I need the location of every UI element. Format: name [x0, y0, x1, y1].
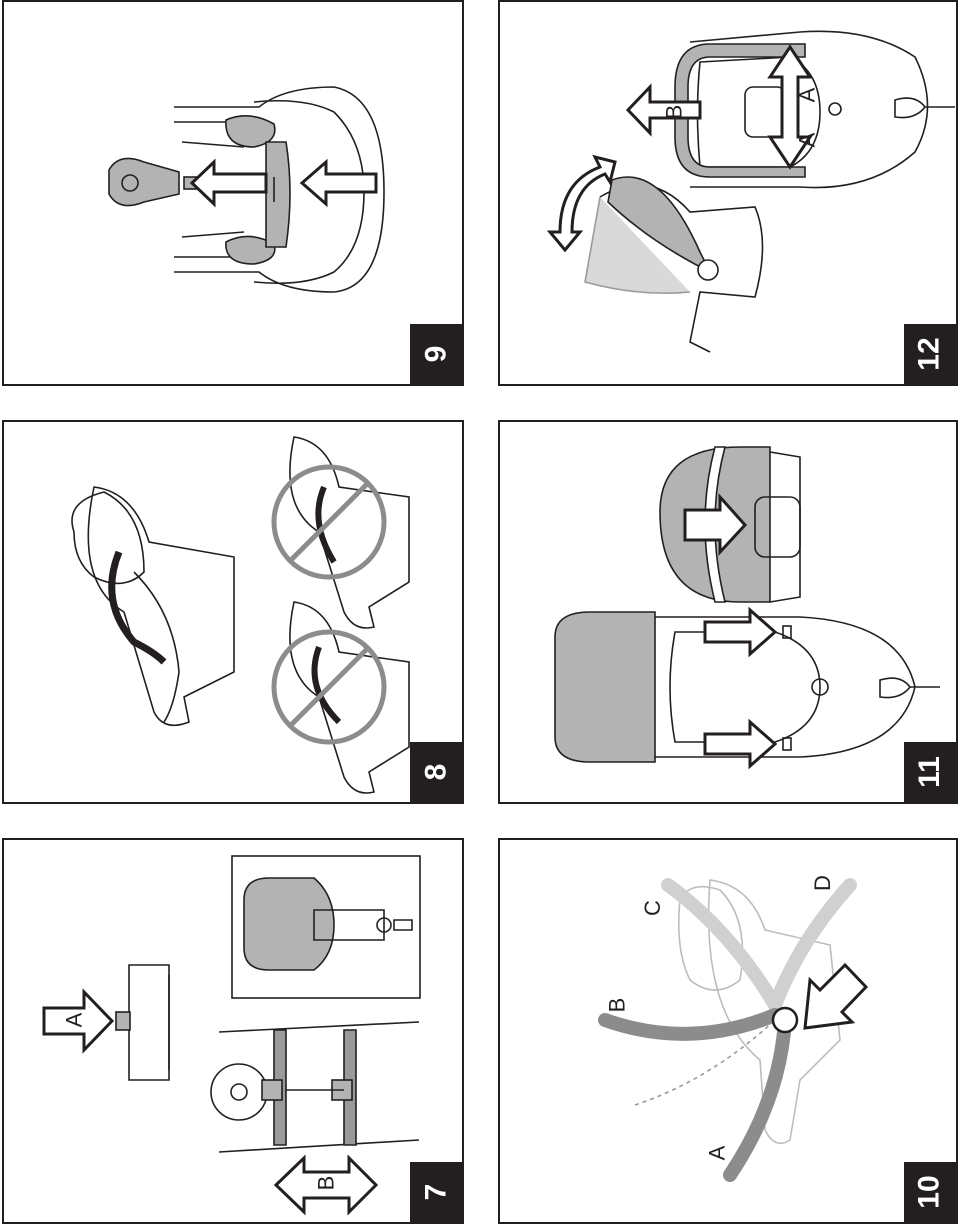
step-number-badge: 12 [904, 324, 956, 384]
step-panel-12: A A B 12 [498, 0, 958, 386]
step-9-illustration [108, 86, 385, 293]
label-c: C [639, 900, 665, 916]
step-8-illustration [71, 436, 410, 794]
label-a: A [704, 1145, 730, 1161]
label-b: B [661, 104, 687, 120]
step-panel-9: 9 [2, 0, 464, 386]
step-number-badge: 10 [904, 1162, 956, 1222]
step-number-badge: 11 [904, 742, 956, 802]
step-number-badge: 8 [410, 742, 462, 802]
label-a-bottom: A [794, 132, 820, 148]
label-a-top: A [794, 87, 820, 103]
step-10-illustration [598, 878, 869, 1182]
step-7-illustration [42, 855, 421, 1216]
label-b: B [604, 997, 630, 1013]
label-d: D [809, 875, 835, 891]
step-panel-7: A B 7 [2, 838, 464, 1224]
step-number-badge: 9 [410, 324, 462, 384]
step-12-illustration [546, 30, 955, 353]
step-panel-11: 11 [498, 420, 958, 804]
label-b: B [313, 1175, 339, 1191]
step-panel-8: 8 [2, 420, 464, 804]
step-panel-10: A B C D 10 [498, 838, 958, 1224]
step-number-badge: 7 [410, 1162, 462, 1222]
step-11-illustration [554, 446, 940, 770]
label-a: A [61, 1012, 87, 1028]
